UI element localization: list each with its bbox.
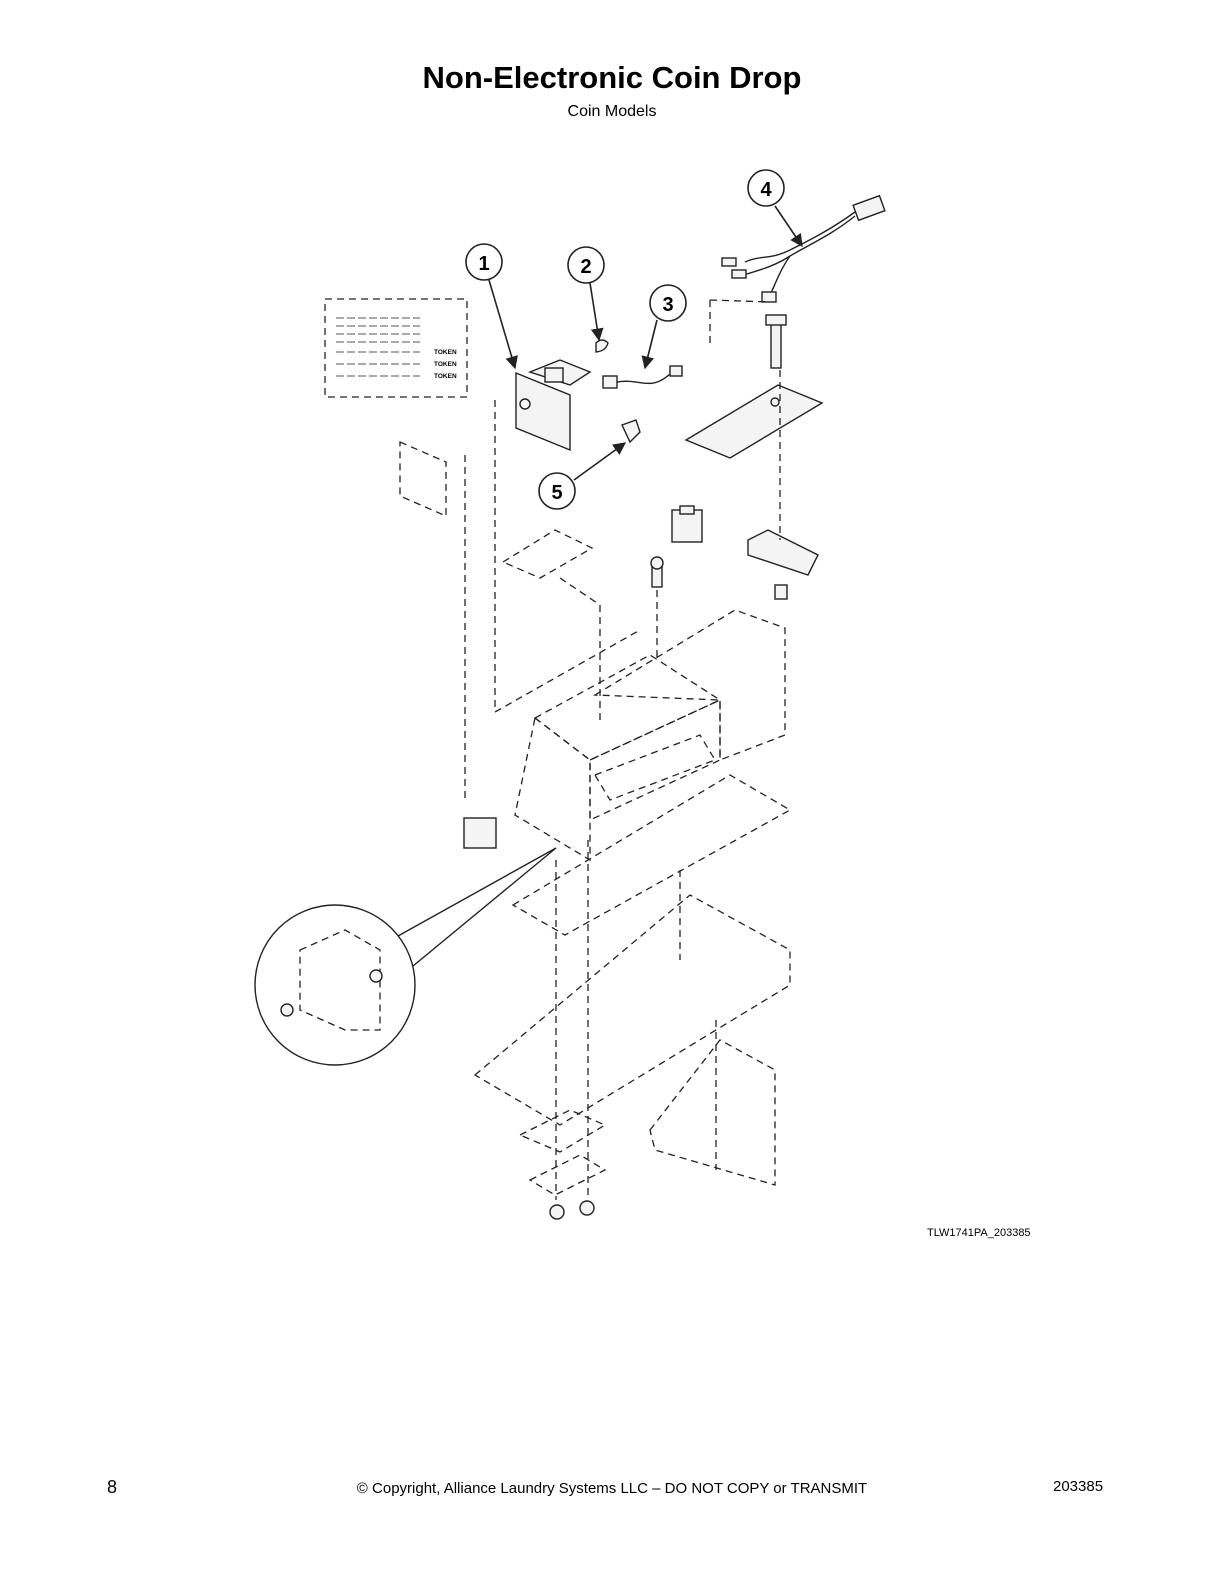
drawing-code: TLW1741PA_203385 <box>927 1227 1031 1239</box>
wire-harness <box>721 194 886 303</box>
label-card <box>501 529 594 579</box>
base-plate-upper <box>511 774 792 936</box>
detail-view <box>254 847 557 1066</box>
page-number: 8 <box>107 1477 118 1497</box>
side-plate-left <box>399 441 447 517</box>
document-number: 203385 <box>1053 1478 1104 1495</box>
page-subtitle: Coin Models <box>567 103 657 120</box>
svg-text:3: 3 <box>662 294 673 316</box>
svg-text:2: 2 <box>580 256 591 278</box>
micro-switch <box>671 505 703 543</box>
top-plate <box>684 314 824 459</box>
token-label-1: TOKEN <box>434 349 457 356</box>
token-label-2: TOKEN <box>434 361 457 368</box>
coin-drop-bracket <box>515 359 592 452</box>
token-label-3: TOKEN <box>434 373 457 380</box>
screw <box>650 556 664 588</box>
retainer-clip <box>621 419 641 444</box>
page-title: Non-Electronic Coin Drop <box>422 60 802 95</box>
clip-part <box>595 339 609 353</box>
bottom-screws <box>549 1200 595 1220</box>
mounting-bracket <box>649 1039 776 1186</box>
svg-text:1: 1 <box>478 253 489 275</box>
switch-harness <box>602 365 683 389</box>
svg-text:4: 4 <box>760 179 772 201</box>
mounting-plates-bottom <box>518 1109 607 1196</box>
copyright-notice: © Copyright, Alliance Laundry Systems LL… <box>356 1480 868 1497</box>
coin-chute-housing <box>514 609 786 862</box>
lever-bracket <box>747 529 819 600</box>
svg-text:5: 5 <box>551 482 562 504</box>
base-plate-lower <box>473 894 791 1126</box>
callout-5: 5 <box>538 442 627 510</box>
callout-4: 4 <box>747 169 803 248</box>
callout-2: 2 <box>567 246 605 342</box>
alignment-lines <box>464 299 781 1200</box>
callout-1: 1 <box>465 243 518 370</box>
token-label-decal: TOKEN TOKEN TOKEN <box>324 298 468 398</box>
callout-3: 3 <box>641 284 687 370</box>
micro-switch-left <box>463 817 497 849</box>
